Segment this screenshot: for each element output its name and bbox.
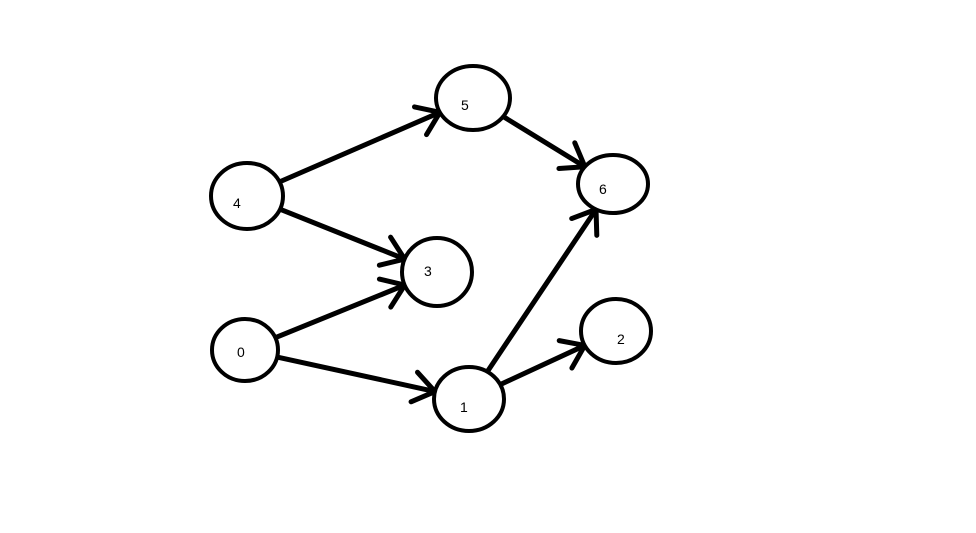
edge-n5-to-n6 [500, 114, 588, 172]
edge-line [484, 206, 599, 375]
node-5: 5 [434, 64, 512, 132]
edge-n1-to-n2 [497, 338, 588, 388]
node-1: 1 [432, 365, 506, 433]
node-circle [210, 317, 280, 383]
node-2: 2 [579, 297, 653, 365]
node-label: 5 [461, 97, 469, 113]
node-6: 6 [576, 153, 650, 215]
node-3: 3 [400, 236, 474, 308]
node-label: 1 [460, 399, 468, 415]
node-circle [209, 161, 285, 231]
edge-line [272, 282, 408, 341]
node-label: 6 [599, 181, 607, 197]
node-4: 4 [209, 161, 285, 231]
node-0: 0 [210, 317, 280, 383]
edge-line [497, 342, 588, 388]
node-label: 4 [233, 195, 241, 211]
node-label: 0 [237, 344, 245, 360]
node-circle [576, 153, 650, 215]
node-label: 3 [424, 263, 432, 279]
nodes-layer: 4 5 3 0 1 6 2 [209, 64, 653, 433]
node-label: 2 [617, 331, 625, 347]
edge-line [277, 206, 408, 262]
edge-n0-to-n1 [274, 354, 438, 405]
edge-line [500, 114, 588, 170]
edge-line [274, 354, 438, 395]
node-circle [400, 236, 474, 308]
node-circle [434, 64, 512, 132]
node-circle [432, 365, 506, 433]
edge-line [277, 109, 443, 185]
edge-n0-to-n3 [272, 276, 408, 341]
edge-n4-to-n5 [277, 104, 443, 185]
node-circle [579, 297, 653, 365]
edge-n4-to-n3 [277, 206, 408, 268]
